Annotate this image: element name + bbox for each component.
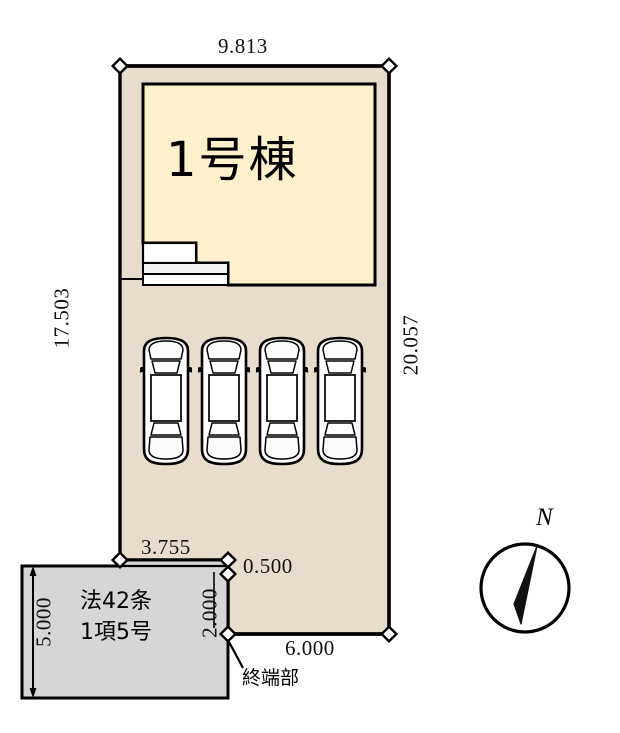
dimension-lower-left-width: 3.755	[141, 535, 191, 559]
dimension-left-height: 17.503	[49, 287, 74, 349]
car-stall-3	[255, 336, 309, 466]
terminal-end-label: 終端部	[242, 667, 300, 689]
dimension-notch-width: 0.500	[243, 554, 293, 578]
car-stall-2	[197, 336, 251, 466]
building-label: 1号棟	[166, 132, 299, 188]
car-stall-4	[313, 336, 367, 466]
road-designation-line2: 1項5号	[80, 620, 152, 645]
road-designation-line1: 法42条	[80, 589, 152, 614]
dimension-road-height-left: 5.000	[31, 597, 56, 647]
car-stall-1	[139, 336, 193, 466]
terminal-end-leader	[227, 639, 244, 669]
dimension-road-height-right: 2.000	[197, 588, 222, 638]
compass-north-label: N	[536, 504, 553, 531]
dimension-lines	[29, 64, 391, 698]
dimension-right-height: 20.057	[398, 314, 423, 376]
dimension-top-width: 9.813	[218, 34, 268, 58]
entrance-porch	[120, 241, 229, 286]
dimension-bottom-width: 6.000	[285, 636, 335, 660]
compass-rose	[479, 542, 571, 634]
